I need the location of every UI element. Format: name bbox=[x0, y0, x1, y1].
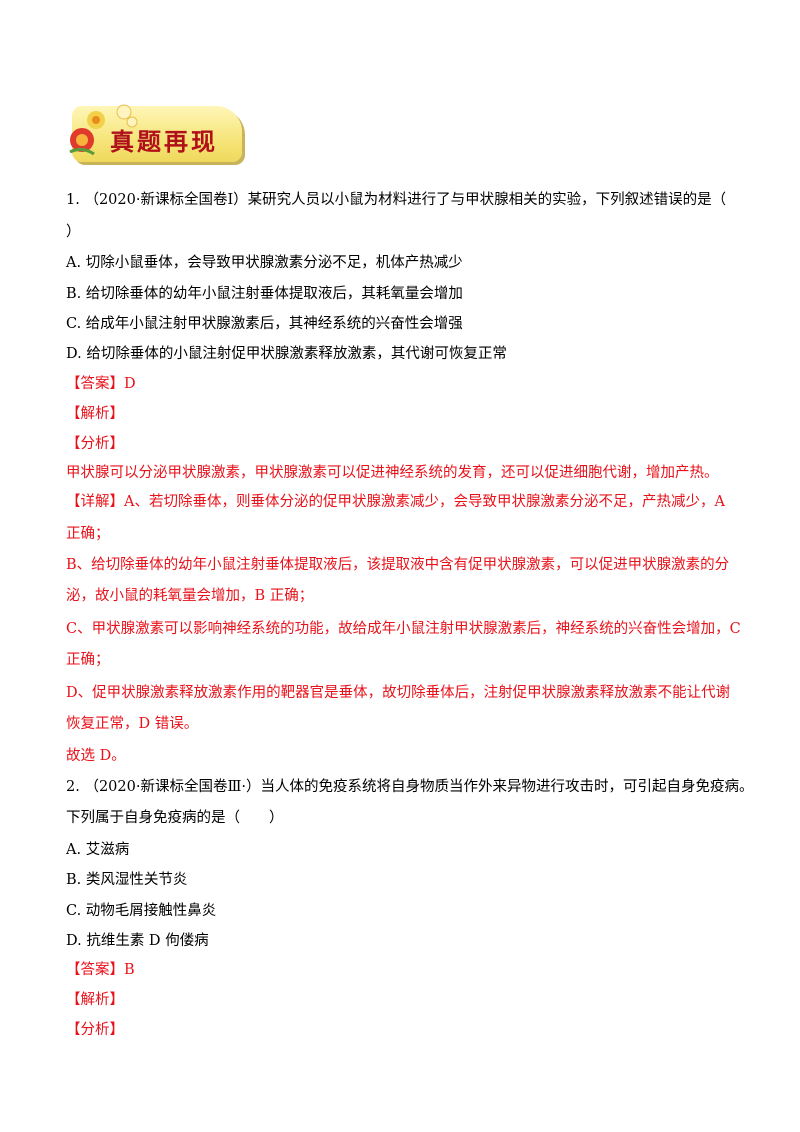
q1-analysis-label: 【解析】 bbox=[66, 406, 124, 422]
q1-fenxi-text: 甲状腺可以分泌甲状腺激素，甲状腺激素可以促进神经系统的发育，还可以促进细胞代谢，… bbox=[66, 465, 719, 481]
q1-fenxi-label: 【分析】 bbox=[66, 436, 124, 452]
q1-stem-line2: ） bbox=[66, 224, 81, 240]
section-banner: 真题再现 bbox=[66, 100, 242, 162]
q1-detail-line1: 【详解】A、若切除垂体，则垂体分泌的促甲状腺激素减少，会导致甲状腺激素分泌不足，… bbox=[66, 494, 725, 510]
q2-answer: 【答案】B bbox=[66, 960, 135, 980]
q1-option-d: D. 给切除垂体的小鼠注射促甲状腺激素释放激素，其代谢可恢复正常 bbox=[66, 346, 507, 362]
flower-decoration-icon bbox=[69, 104, 138, 156]
q2-fenxi-label: 【分析】 bbox=[66, 1022, 124, 1038]
q2-analysis-label: 【解析】 bbox=[66, 992, 124, 1008]
q1-option-c: C. 给成年小鼠注射甲状腺激素后，其神经系统的兴奋性会增强 bbox=[66, 316, 463, 332]
q1-answer: 【答案】D bbox=[66, 374, 136, 394]
q2-answer-label: 【答案】 bbox=[66, 962, 124, 978]
q1-detail-line3: B、给切除垂体的幼年小鼠注射垂体提取液后，该提取液中含有促甲状腺激素，可以促进甲… bbox=[66, 557, 730, 573]
q1-detail-line4: 泌，故小鼠的耗氧量会增加，B 正确； bbox=[66, 588, 314, 604]
q1-conclusion: 故选 D。 bbox=[66, 748, 126, 764]
q2-option-d: D. 抗维生素 D 佝偻病 bbox=[66, 933, 209, 949]
q1-detail-line7: D、促甲状腺激素释放激素作用的靶器官是垂体，故切除垂体后，注射促甲状腺激素释放激… bbox=[66, 685, 731, 701]
q2-stem-line1: 2. （2020·新课标全国卷Ⅲ·）当人体的免疫系统将自身物质当作外来异物进行攻… bbox=[66, 779, 754, 795]
q2-answer-value: B bbox=[124, 962, 135, 978]
q1-detail-line6: 正确； bbox=[66, 652, 110, 668]
q2-option-c: C. 动物毛屑接触性鼻炎 bbox=[66, 903, 217, 919]
q1-answer-value: D bbox=[124, 376, 136, 392]
banner-title: 真题再现 bbox=[110, 127, 218, 156]
q1-answer-label: 【答案】 bbox=[66, 376, 124, 392]
q1-detail-line8: 恢复正常，D 错误。 bbox=[66, 716, 199, 732]
q1-stem-line1: 1. （2020·新课标全国卷Ⅰ）某研究人员以小鼠为材料进行了与甲状腺相关的实验… bbox=[66, 192, 727, 208]
q1-option-a: A. 切除小鼠垂体，会导致甲状腺激素分泌不足，机体产热减少 bbox=[66, 255, 463, 271]
q2-option-b: B. 类风湿性关节炎 bbox=[66, 872, 188, 888]
q2-option-a: A. 艾滋病 bbox=[66, 842, 130, 858]
q1-detail-line5: C、甲状腺激素可以影响神经系统的功能，故给成年小鼠注射甲状腺激素后，神经系统的兴… bbox=[66, 621, 741, 637]
q1-option-b: B. 给切除垂体的幼年小鼠注射垂体提取液后，其耗氧量会增加 bbox=[66, 286, 463, 302]
q1-detail-line2: 正确； bbox=[66, 526, 110, 542]
q2-stem-line2: 下列属于自身免疫病的是（ ） bbox=[66, 810, 284, 826]
